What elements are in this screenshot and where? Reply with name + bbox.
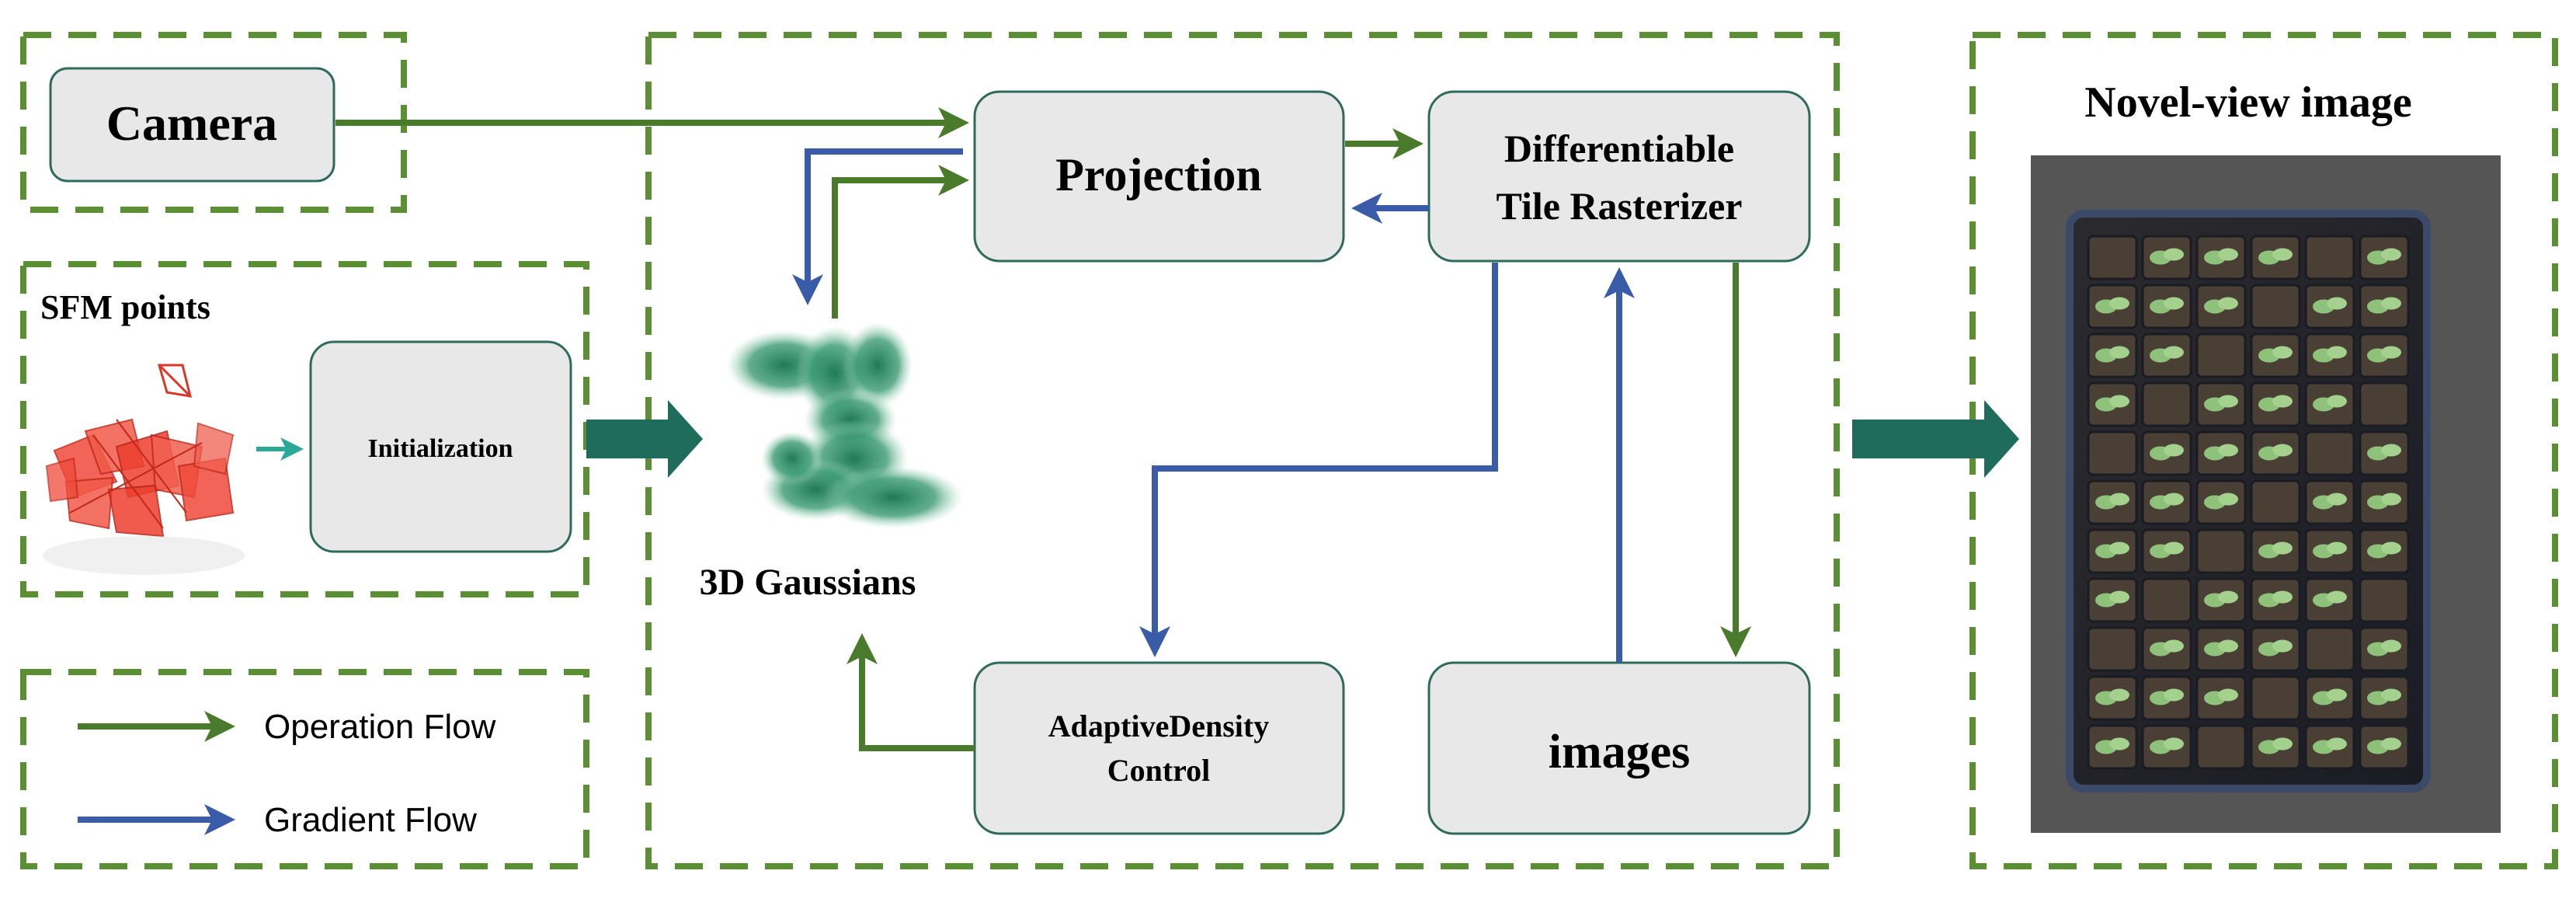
projection-label: Projection: [1055, 149, 1261, 200]
legend-operation-label: Operation Flow: [264, 708, 496, 746]
seedling-leaf: [2272, 639, 2293, 653]
seedling-leaf: [2164, 297, 2184, 310]
tray-cell: [2195, 724, 2247, 770]
tray-cell: [2250, 284, 2301, 329]
tray-cell: [2250, 479, 2301, 525]
initialization-box: [309, 340, 572, 553]
rasterizer-box: [1427, 90, 1811, 263]
tray-cell: [2087, 430, 2138, 476]
seedling-leaf: [2272, 346, 2293, 359]
tray-cell: [2359, 381, 2410, 427]
tray-cell: [2304, 626, 2355, 672]
rasterizer-to-adaptive-gradient: [1139, 263, 1498, 657]
seedling-leaf: [2218, 590, 2238, 604]
seedling-leaf: [2218, 395, 2238, 408]
seedling-leaf: [2164, 737, 2184, 751]
seedling-leaf: [2109, 737, 2129, 751]
seedling-leaf: [2381, 737, 2401, 751]
init-to-gaussians-arrow: [586, 400, 703, 478]
tray-cell: [2195, 528, 2247, 574]
seedling-leaf: [2272, 395, 2293, 408]
rasterizer-label-line1: Differentiable: [1504, 127, 1734, 170]
adaptive-density-label-line2: Control: [1107, 753, 1211, 788]
seedling-leaf: [2109, 542, 2129, 555]
seedling-leaf: [2164, 542, 2184, 555]
seedling-leaf: [2327, 737, 2347, 751]
seedling-leaf: [2381, 444, 2401, 457]
seedling-leaf: [2109, 688, 2129, 702]
camera-label: Camera: [106, 96, 277, 151]
seedling-leaf: [2327, 297, 2347, 310]
adaptive-density-box: [973, 661, 1345, 835]
seedling-leaf: [2381, 297, 2401, 310]
seedling-leaf: [2164, 688, 2184, 702]
rasterizer-label-line2: Tile Rasterizer: [1497, 184, 1743, 228]
seedling-leaf: [2109, 493, 2129, 506]
images-label: images: [1549, 726, 1691, 778]
seedling-leaf: [2218, 688, 2238, 702]
legend-frame: [20, 669, 589, 869]
seedling-leaf: [2272, 737, 2293, 751]
projection-to-gaussians-gradient: [792, 148, 963, 305]
seedling-leaf: [2381, 688, 2401, 702]
tray-cell: [2359, 577, 2410, 623]
seedling-leaf: [2327, 493, 2347, 506]
tray-cell: [2141, 577, 2192, 623]
legend-gradient-label: Gradient Flow: [264, 801, 477, 839]
seedling-leaf: [2218, 639, 2238, 653]
gaussians-to-projection-arrow: [832, 165, 969, 319]
seedling-leaf: [2381, 346, 2401, 359]
seedling-leaf: [2272, 542, 2293, 555]
seedling-leaf: [2327, 590, 2347, 604]
novel-view-title: Novel-view image: [2084, 78, 2411, 127]
seedling-leaf: [2109, 590, 2129, 604]
seedling-leaf: [2327, 346, 2347, 359]
tray-cell: [2087, 626, 2138, 672]
seedling-leaf: [2381, 542, 2401, 555]
sfm-point-cloud-icon: [43, 364, 245, 575]
pipeline-to-novel-view-arrow: [1852, 400, 2019, 478]
camera-box: [49, 67, 335, 183]
gaussian-blob-icon: [726, 322, 963, 528]
adaptive-density-label-line1: AdaptiveDensity: [1048, 709, 1269, 744]
seedling-leaf: [2109, 395, 2129, 408]
seedling-leaf: [2218, 297, 2238, 310]
seedling-leaf: [2381, 248, 2401, 261]
tray-cell: [2195, 333, 2247, 378]
seedling-leaf: [2272, 444, 2293, 457]
gaussians-label: 3D Gaussians: [700, 562, 916, 603]
adaptive-to-gaussians-arrow: [846, 633, 975, 751]
tray-cell: [2087, 235, 2138, 280]
seedling-leaf: [2164, 639, 2184, 653]
projection-box: [973, 90, 1345, 263]
tray-cell: [2304, 430, 2355, 476]
tray-cell: [2304, 235, 2355, 280]
seedling-leaf: [2381, 493, 2401, 506]
seedling-leaf: [2218, 248, 2238, 261]
seedling-leaf: [2327, 688, 2347, 702]
seedling-leaf: [2218, 493, 2238, 506]
seedling-leaf: [2164, 493, 2184, 506]
tray-cell: [2141, 381, 2192, 427]
seedling-leaf: [2327, 395, 2347, 408]
seedling-leaf: [2164, 444, 2184, 457]
seedling-leaf: [2272, 590, 2293, 604]
seedling-leaf: [2381, 639, 2401, 653]
seedling-leaf: [2272, 248, 2293, 261]
sfm-points-label: SFM points: [40, 288, 210, 326]
seedling-tray-render: [2066, 210, 2431, 792]
seedling-leaf: [2164, 346, 2184, 359]
tray-cell: [2250, 675, 2301, 721]
seedling-leaf: [2218, 444, 2238, 457]
seedling-leaf: [2109, 346, 2129, 359]
seedling-leaf: [2327, 542, 2347, 555]
seedling-leaf: [2109, 297, 2129, 310]
seedling-leaf: [2164, 248, 2184, 261]
initialization-label: Initialization: [367, 434, 513, 463]
